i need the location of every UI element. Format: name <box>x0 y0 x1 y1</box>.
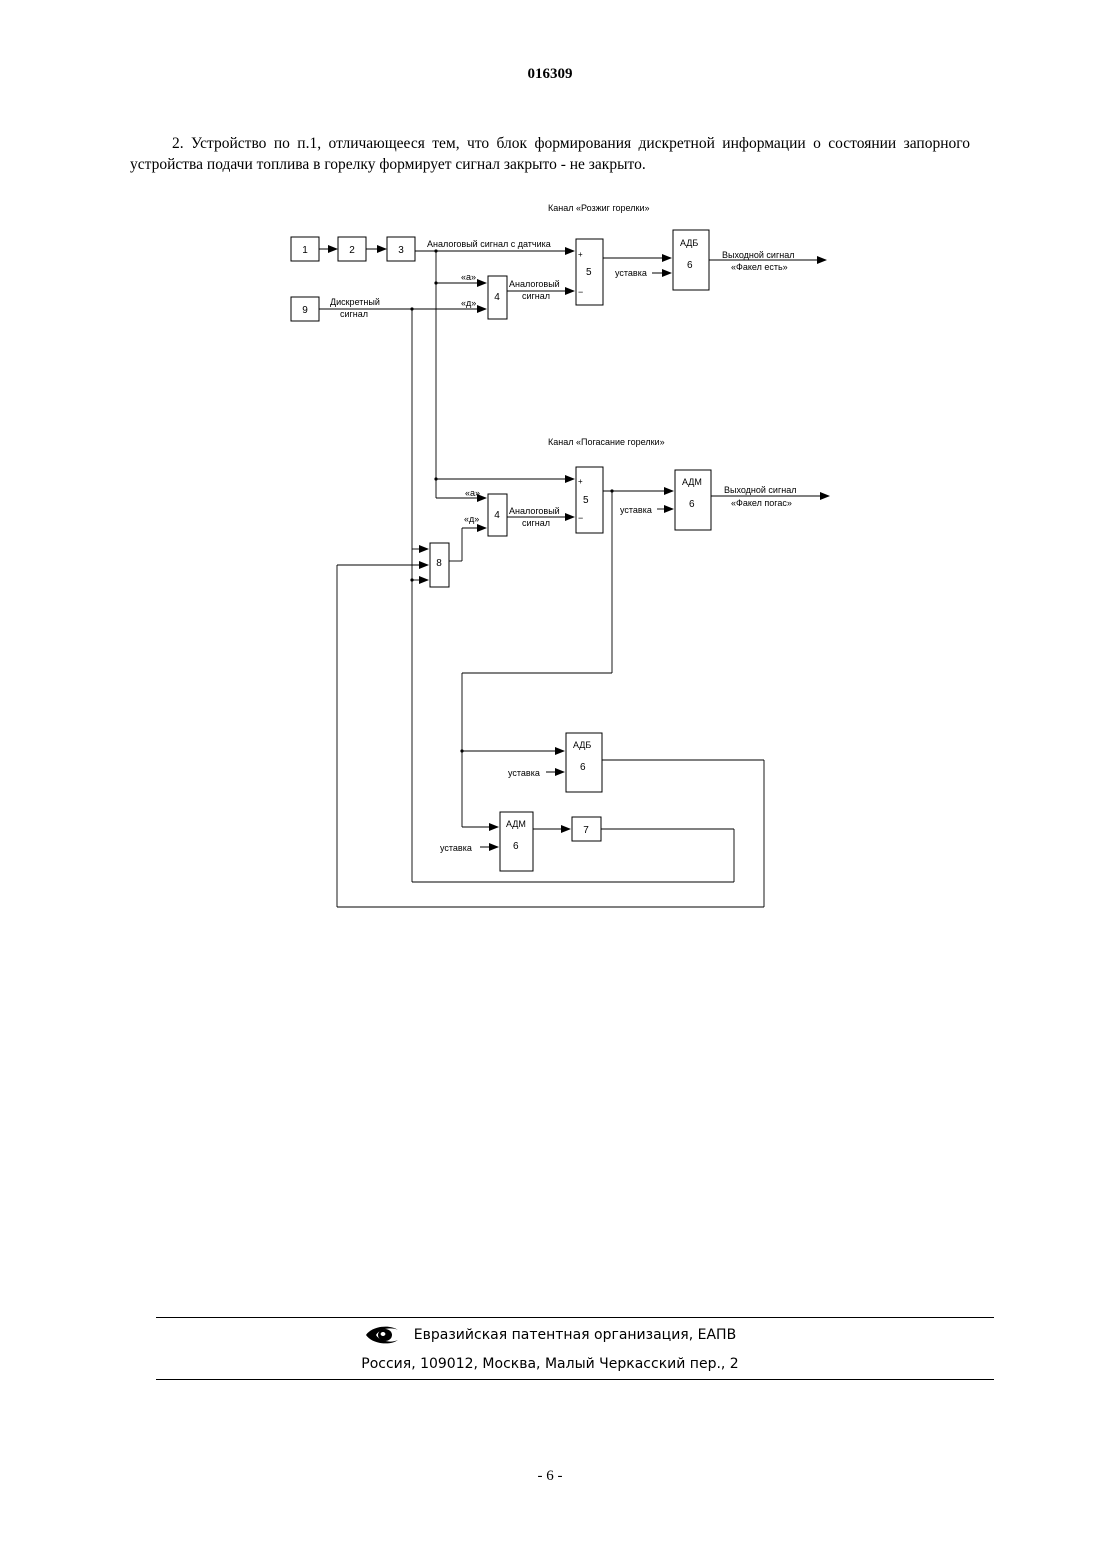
discrete-signal-label-line1: Дискретный <box>330 297 380 307</box>
svg-text:8: 8 <box>436 558 442 569</box>
footer-org-name: Евразийская патентная организация, ЕАПВ <box>414 1327 736 1343</box>
svg-text:4: 4 <box>494 292 500 303</box>
block-2: 2 <box>338 237 366 261</box>
footer-bottom-rule <box>156 1379 994 1380</box>
svg-text:6: 6 <box>580 762 586 773</box>
analog-signal-label-bottom-2: сигнал <box>522 518 550 528</box>
block-3: 3 <box>387 237 415 261</box>
analog-signal-label-top-1: Аналоговый <box>509 279 560 289</box>
output-flame-on-label: «Факел есть» <box>731 262 788 272</box>
output-signal-label-top: Выходной сигнал <box>722 250 794 260</box>
svg-text:5: 5 <box>586 267 592 278</box>
input-d-label-top: «д» <box>461 298 476 308</box>
svg-text:АДМ: АДМ <box>506 819 526 829</box>
setpoint-label-lower: уставка <box>508 768 540 778</box>
svg-text:6: 6 <box>513 841 519 852</box>
svg-text:АДБ: АДБ <box>680 238 698 248</box>
setpoint-label-middle: уставка <box>620 505 652 515</box>
svg-text:АДБ: АДБ <box>573 740 591 750</box>
analog-sensor-signal-label: Аналоговый сигнал с датчика <box>427 239 551 249</box>
svg-text:−: − <box>578 287 583 297</box>
discrete-signal-label-line2: сигнал <box>340 309 368 319</box>
svg-text:+: + <box>578 250 583 259</box>
input-a-label-top: «а» <box>461 272 476 282</box>
footer-address: Россия, 109012, Москва, Малый Черкасский… <box>0 1356 1100 1372</box>
output-signal-label-bottom: Выходной сигнал <box>724 485 796 495</box>
svg-text:5: 5 <box>583 495 589 506</box>
analog-signal-label-bottom-1: Аналоговый <box>509 506 560 516</box>
block-9: 9 <box>291 297 319 321</box>
adm-block-6-lower: АДМ 6 <box>500 812 533 871</box>
block-4-bottom: 4 <box>488 494 507 536</box>
svg-text:+: + <box>578 477 583 486</box>
adb-block-6-top: АДБ 6 <box>673 230 709 290</box>
input-d-label-bottom: «д» <box>464 514 479 524</box>
ignition-channel-title: Канал «Розжиг горелки» <box>548 203 649 213</box>
output-flame-off-label: «Факел погас» <box>731 498 792 508</box>
svg-text:АДМ: АДМ <box>682 477 702 487</box>
svg-text:−: − <box>578 513 583 523</box>
svg-text:6: 6 <box>689 499 695 510</box>
eapo-logo-icon <box>364 1324 400 1346</box>
svg-text:9: 9 <box>302 305 308 316</box>
setpoint-label-top: уставка <box>615 268 647 278</box>
adm-block-6-middle: АДМ 6 <box>675 470 711 530</box>
svg-text:7: 7 <box>583 825 589 836</box>
svg-text:6: 6 <box>687 260 693 271</box>
block-7: 7 <box>572 817 601 841</box>
page-number: - 6 - <box>0 1468 1100 1485</box>
footer-top-rule <box>156 1317 994 1318</box>
block-8: 8 <box>430 543 449 587</box>
input-a-label-bottom: «а» <box>465 488 480 498</box>
analog-signal-label-top-2: сигнал <box>522 291 550 301</box>
comparator-5-top: 5 + − <box>576 239 603 305</box>
svg-text:2: 2 <box>349 245 355 256</box>
extinction-channel-title: Канал «Погасание горелки» <box>548 437 665 447</box>
svg-text:4: 4 <box>494 510 500 521</box>
svg-text:1: 1 <box>302 245 308 256</box>
adb-block-6-lower: АДБ 6 <box>566 733 602 792</box>
setpoint-label-bottom: уставка <box>440 843 472 853</box>
svg-text:3: 3 <box>398 245 404 256</box>
block-1: 1 <box>291 237 319 261</box>
footer-organization: Евразийская патентная организация, ЕАПВ <box>0 1324 1100 1346</box>
block-4-top: 4 <box>488 276 507 319</box>
comparator-5-bottom: 5 + − <box>576 467 603 533</box>
